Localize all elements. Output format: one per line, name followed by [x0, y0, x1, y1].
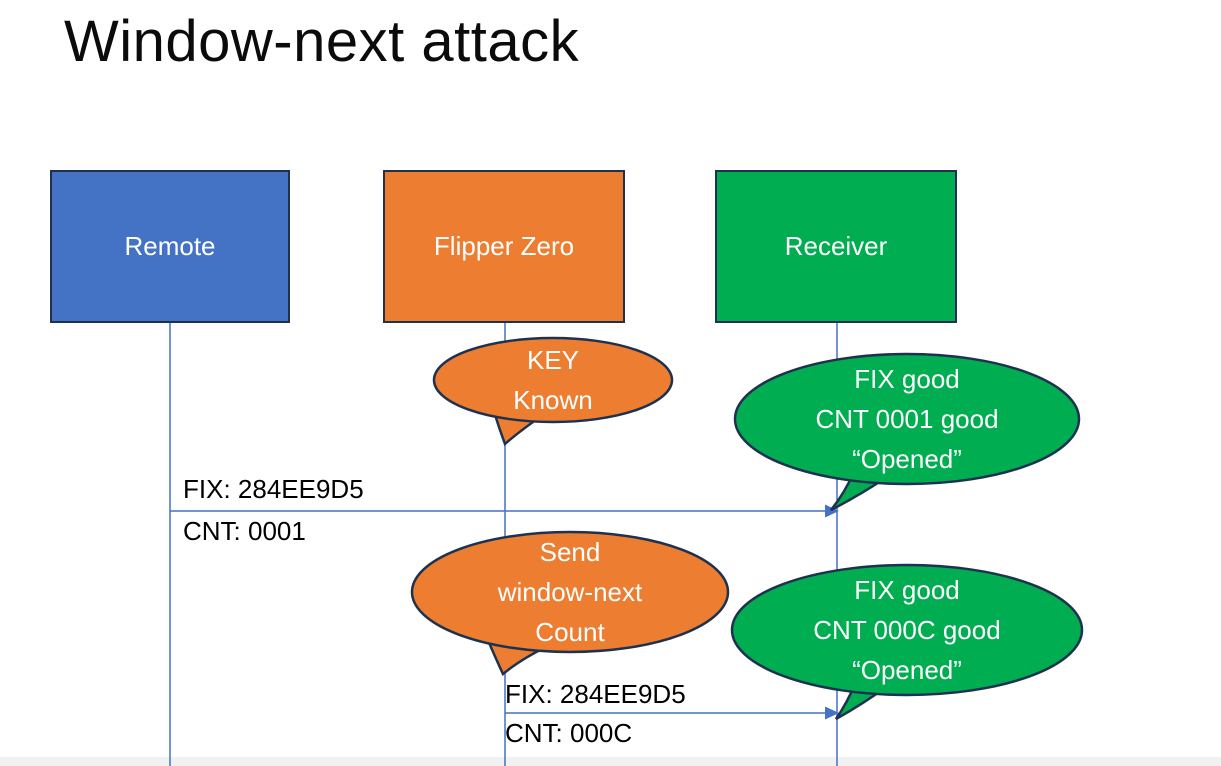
- speech-bubble-key-known-text: KEY Known: [434, 338, 672, 422]
- slide-bottom-edge: [0, 757, 1221, 766]
- message-2-fix-label: FIX: 284EE9D5: [505, 679, 686, 709]
- actor-box-remote: Remote: [50, 170, 290, 323]
- message-1-fix-label: FIX: 284EE9D5: [183, 474, 364, 504]
- speech-bubble-opened-2-body: [730, 563, 1084, 697]
- speech-bubble-opened-1-body: [733, 352, 1081, 486]
- actor-box-receiver: Receiver: [715, 170, 957, 323]
- bubble-line: FIX good: [854, 575, 960, 605]
- bubble-line: window-next: [497, 577, 643, 607]
- bubble-line: KEY: [526, 345, 580, 375]
- message-1-cnt-label: CNT: 0001: [183, 516, 306, 546]
- bubble-line: “Opened”: [852, 655, 962, 685]
- actor-label-receiver: Receiver: [784, 231, 888, 261]
- bubble-line: CNT 0001 good: [815, 404, 999, 434]
- speech-bubble-opened-2-text: FIX good CNT 000C good “Opened”: [732, 569, 1082, 691]
- speech-bubble-opened-1-text: FIX good CNT 0001 good “Opened”: [735, 358, 1079, 480]
- message-2-cnt-label: CNT: 000C: [505, 718, 633, 748]
- actor-box-flipper-zero: Flipper Zero: [383, 170, 625, 323]
- actor-label-flipper-zero: Flipper Zero: [433, 231, 575, 261]
- bubble-line: Known: [513, 385, 593, 415]
- speech-bubble-send-window-next-body: [410, 530, 730, 654]
- speech-bubble-key-known-body: [432, 336, 674, 424]
- bubble-line: Send: [539, 537, 601, 567]
- speech-bubble-send-window-next-text: Send window-next Count: [412, 532, 728, 652]
- bubble-line: “Opened”: [852, 444, 962, 474]
- bubble-line: Count: [535, 617, 605, 647]
- bubble-line: CNT 000C good: [813, 615, 1001, 645]
- slide-title: Window-next attack: [64, 9, 580, 74]
- message-arrow-1-head: [825, 504, 839, 518]
- actor-label-remote: Remote: [124, 231, 216, 261]
- message-arrow-2-head: [825, 706, 839, 720]
- bubble-line: FIX good: [854, 364, 960, 394]
